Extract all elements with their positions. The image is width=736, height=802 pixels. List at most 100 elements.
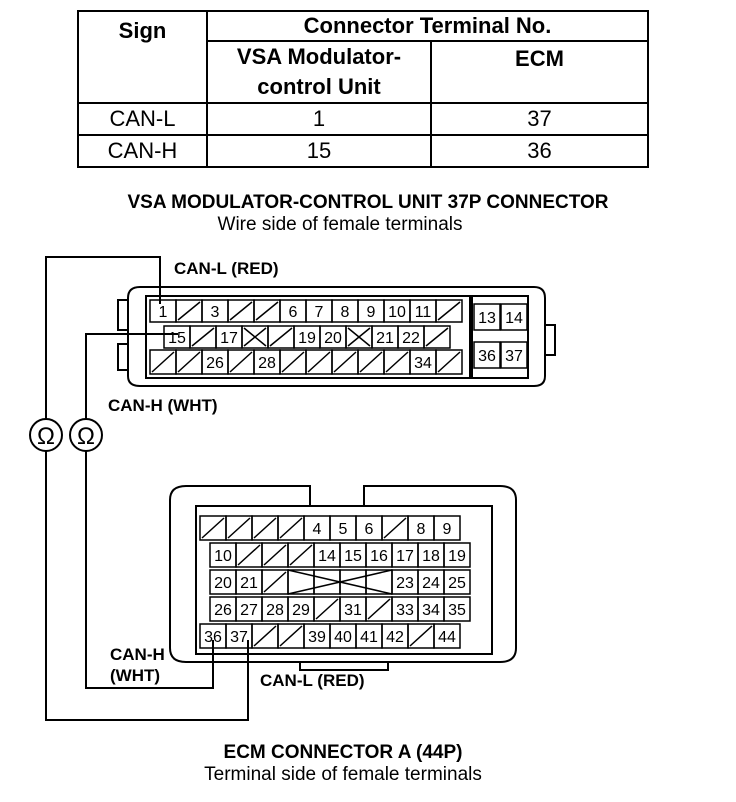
- empty-cavity-mark: [307, 351, 331, 373]
- empty-cavity-mark: [315, 598, 339, 620]
- empty-cavity-mark: [269, 327, 293, 347]
- ecm-pin-41-label: 41: [360, 629, 378, 646]
- vsa-pin-26-label: 26: [206, 355, 224, 372]
- can-h-wire: [85, 333, 178, 420]
- vsa-pin-28-label: 28: [258, 355, 276, 372]
- blocked-cavity-mark: [347, 327, 371, 347]
- ecm-can-h-label-line2: (WHT): [110, 666, 161, 685]
- ecm-empty-cell: [313, 569, 341, 595]
- empty-cavity-mark: [281, 351, 305, 373]
- ecm-can-l-label: CAN-L (RED): [260, 671, 365, 690]
- ecm-pin-35-cell: [443, 596, 471, 622]
- can-l-wire-ecm: [45, 450, 249, 721]
- vsa-pin-20-label: 20: [324, 330, 342, 347]
- empty-cavity-mark: [279, 625, 303, 647]
- ecm-pin-6-label: 6: [365, 521, 374, 538]
- vsa-connector-subtitle: Wire side of female terminals: [217, 214, 463, 235]
- empty-cavity-mark: [253, 517, 277, 539]
- empty-cavity-mark: [425, 327, 449, 347]
- connector-terminal-header: Connector Terminal No.: [206, 10, 649, 42]
- table-row: CAN-H 15 36: [77, 134, 649, 168]
- ecm-connector-title: ECM CONNECTOR A (44P): [223, 742, 463, 763]
- vsa-pin-36-label: 36: [478, 348, 496, 365]
- ecm-pin-28-label: 28: [266, 602, 284, 619]
- terminal-table: Sign Connector Terminal No. VSA Modulato…: [77, 10, 649, 168]
- vsa-terminal-cell: 1: [206, 102, 432, 136]
- vsa-pin-9-label: 9: [367, 304, 376, 321]
- ohm-symbol-1: Ω: [37, 423, 55, 450]
- empty-cavity-mark: [409, 625, 433, 647]
- ecm-column-header: ECM: [430, 40, 649, 104]
- ecm-terminal-cell: 36: [430, 134, 649, 168]
- ecm-pin-36-label: 36: [204, 629, 222, 646]
- vsa-pin-37-cell: [500, 341, 528, 369]
- vsa-column-header: VSA Modulator- control Unit: [206, 40, 432, 104]
- vsa-pin-13-label: 13: [478, 310, 496, 327]
- empty-cavity-mark: [151, 351, 175, 373]
- ecm-bottom-tab: [299, 661, 389, 671]
- ecm-pin-9-label: 9: [443, 521, 452, 538]
- ecm-pin-21-label: 21: [240, 575, 258, 592]
- empty-cavity-mark: [229, 301, 253, 321]
- vsa-column-header-line2: control Unit: [257, 74, 381, 99]
- empty-cavity-mark: [227, 517, 251, 539]
- vsa-pin-3-label: 3: [211, 304, 220, 321]
- empty-cavity-mark: [263, 571, 287, 593]
- empty-cavity-mark: [367, 598, 391, 620]
- ecm-pin-14-label: 14: [318, 548, 336, 565]
- vsa-pin-17-label: 17: [220, 330, 238, 347]
- empty-cavity-mark: [385, 351, 409, 373]
- vsa-empty-cell: [423, 325, 451, 349]
- ecm-pin-27-label: 27: [240, 602, 258, 619]
- ecm-pin-19-label: 19: [448, 548, 466, 565]
- ohmmeter-can-l-icon: [29, 418, 63, 452]
- can-l-wire: [45, 256, 161, 420]
- empty-cavity-mark: [263, 544, 287, 566]
- ecm-pin-24-label: 24: [422, 575, 440, 592]
- sign-cell: CAN-L: [77, 102, 208, 136]
- ecm-pin-39-label: 39: [308, 629, 326, 646]
- vsa-pin-8-label: 8: [341, 304, 350, 321]
- ecm-pin-31-label: 31: [344, 602, 362, 619]
- empty-cavity-mark: [437, 351, 461, 373]
- vsa-pin-7-label: 7: [315, 304, 324, 321]
- ecm-terminal-cell: 37: [430, 102, 649, 136]
- ecm-pin-25-cell: [443, 569, 471, 595]
- vsa-latch-left-bottom: [117, 343, 129, 371]
- vsa-can-l-label: CAN-L (RED): [174, 259, 279, 278]
- ecm-can-h-label: CAN-H (WHT): [110, 644, 165, 686]
- ecm-pin-40-label: 40: [334, 629, 352, 646]
- vsa-pin-14-cell: [500, 303, 528, 331]
- ecm-pin-37-label: 37: [230, 629, 248, 646]
- vsa-pin-34-label: 34: [414, 355, 432, 372]
- vsa-pin-37-label: 37: [505, 348, 523, 365]
- vsa-pin-19-label: 19: [298, 330, 316, 347]
- ecm-pin-42-label: 42: [386, 629, 404, 646]
- ecm-pin-33-label: 33: [396, 602, 414, 619]
- vsa-connector-title: VSA MODULATOR-CONTROL UNIT 37P CONNECTOR: [127, 192, 609, 213]
- ecm-pin-34-label: 34: [422, 602, 440, 619]
- empty-cavity-mark: [289, 544, 313, 566]
- ecm-connector-body: [169, 485, 517, 663]
- blocked-cavity-mark: [243, 327, 267, 347]
- ecm-empty-cell: [339, 569, 367, 595]
- empty-cavity-mark: [237, 544, 261, 566]
- ecm-pin-10-label: 10: [214, 548, 232, 565]
- ecm-cavity: [195, 505, 493, 655]
- can-h-wire-ecm: [85, 450, 214, 689]
- empty-cavity-mark: [437, 301, 461, 321]
- vsa-empty-cell: [435, 299, 463, 323]
- vsa-connector-body: [127, 286, 546, 387]
- empty-cavity-mark: [177, 301, 201, 321]
- ecm-pin-44-label: 44: [438, 629, 456, 646]
- ecm-connector-subtitle: Terminal side of female terminals: [204, 764, 482, 785]
- vsa-pin-6-label: 6: [289, 304, 298, 321]
- ecm-pin-8-label: 8: [417, 521, 426, 538]
- ecm-pin-35-label: 35: [448, 602, 466, 619]
- ecm-pin-18-label: 18: [422, 548, 440, 565]
- ecm-pin-20-label: 20: [214, 575, 232, 592]
- empty-cavity-mark: [191, 327, 215, 347]
